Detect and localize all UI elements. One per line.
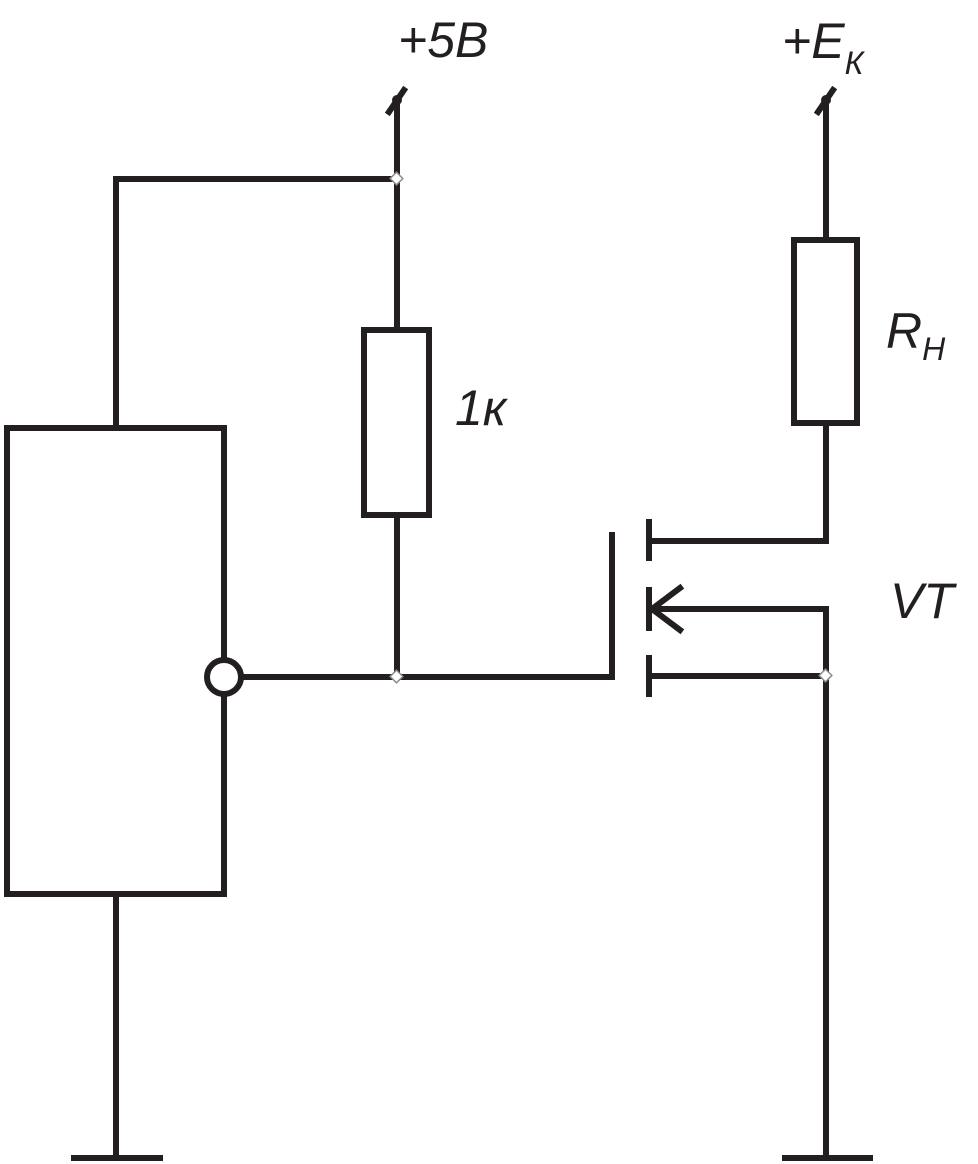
mosfet-body-arrow [647,583,685,635]
output-pin [204,657,244,697]
label-supply-ek-main: +E [782,13,845,69]
mosfet-body-wire [649,606,829,679]
mosfet-drain-wire [646,420,829,544]
label-resistor-load-main: R [886,303,922,359]
wire-5v-to-block [113,176,400,431]
label-resistor-pullup: 1к [455,380,509,436]
junction-node-5v [389,171,404,186]
label-supply-ek: +EК [782,13,866,81]
label-supply-ek-sub: К [845,45,866,81]
resistor-load [791,237,860,426]
logic-block [4,425,227,897]
junction-node-source [818,668,833,683]
label-transistor: VT [890,573,957,629]
label-resistor-load: RН [886,303,946,367]
supply-5v-terminal [384,85,409,333]
label-supply-5v: +5В [398,12,488,68]
junction-node-gate [389,669,404,684]
label-resistor-load-sub: Н [922,331,946,367]
supply-ek-terminal [813,85,838,243]
resistor-pullup [361,327,432,518]
